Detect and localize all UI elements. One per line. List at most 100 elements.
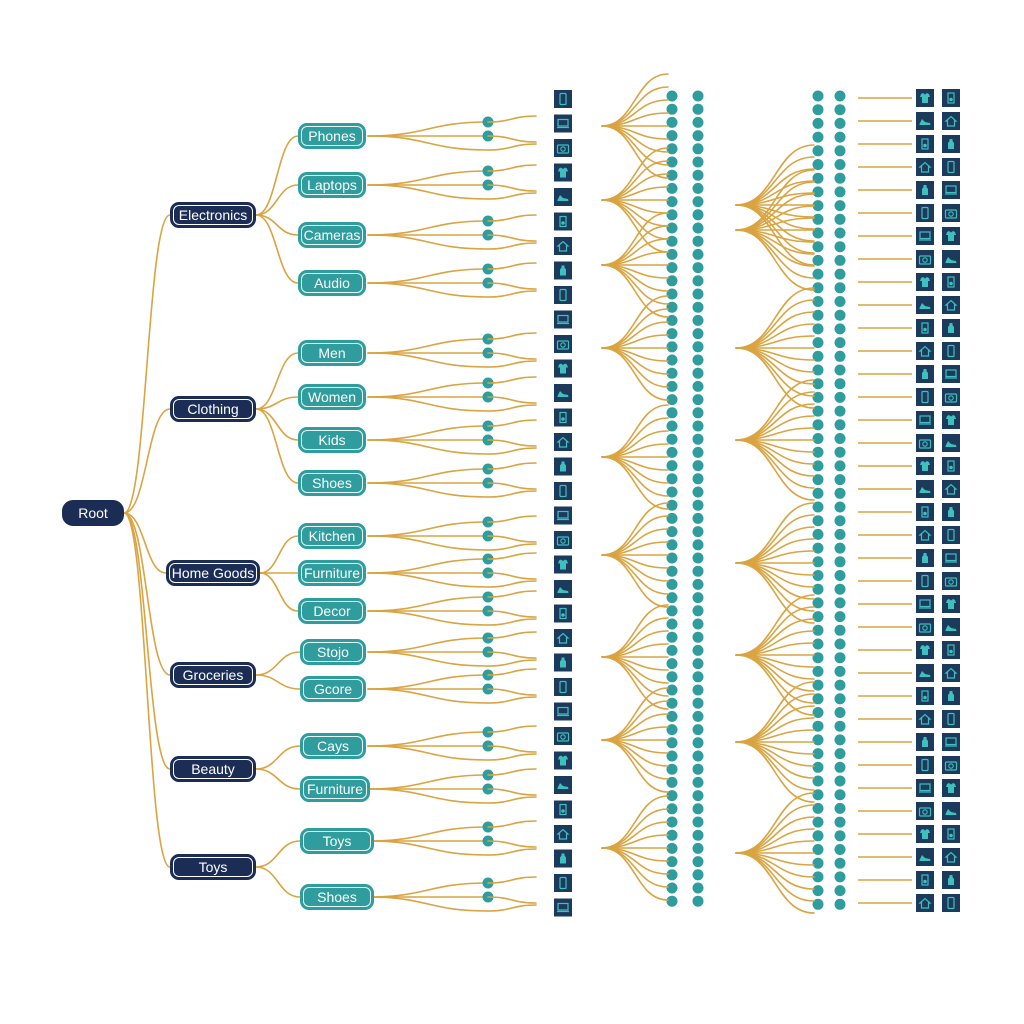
leaf-dot <box>834 200 846 212</box>
leaf-dot <box>666 288 678 300</box>
leaf-dot <box>834 748 846 760</box>
category-home-goods[interactable]: Home Goods <box>166 560 260 586</box>
leaf-dot <box>812 186 824 198</box>
connector <box>735 681 815 743</box>
subcategory-audio[interactable]: Audio <box>298 270 366 296</box>
laptop-icon <box>554 506 572 525</box>
connector <box>487 515 537 523</box>
connector <box>367 352 489 368</box>
leaf-dot <box>834 172 846 184</box>
leaf-dot <box>666 631 678 643</box>
connector <box>487 631 537 639</box>
leaf-dot <box>834 830 846 842</box>
leaf-dot <box>812 213 824 225</box>
leaf-dot <box>834 665 846 677</box>
leaf-dot <box>666 710 678 722</box>
subcategory-decor[interactable]: Decor <box>298 598 366 624</box>
speaker-icon <box>916 687 934 705</box>
connector <box>367 396 489 412</box>
leaf-dot <box>812 282 824 294</box>
leaf-dot <box>692 420 704 432</box>
subcategory-shoes[interactable]: Shoes <box>298 470 366 496</box>
home-icon <box>916 710 934 728</box>
leaf-dot <box>812 433 824 444</box>
category-groceries[interactable]: Groceries <box>170 662 256 688</box>
leaf-dot <box>812 816 824 828</box>
subcategory-shoes-toys[interactable]: Shoes <box>300 884 374 910</box>
laptop-icon <box>942 365 960 383</box>
category-label: Electronics <box>178 207 248 223</box>
subcategory-stojo[interactable]: Stojo <box>300 639 366 665</box>
leaf-dot <box>812 364 824 376</box>
connector <box>259 572 299 612</box>
leaf-dot <box>666 869 678 881</box>
connector <box>487 840 537 848</box>
leaf-dot <box>812 241 824 253</box>
subcategory-furniture[interactable]: Furniture <box>298 560 366 586</box>
root-node[interactable]: Root <box>62 500 124 526</box>
speaker-icon <box>554 800 572 819</box>
connector <box>487 745 537 753</box>
leaf-dot <box>692 671 704 683</box>
leaf-dot <box>812 460 824 472</box>
subcategory-men[interactable]: Men <box>298 340 366 366</box>
subcategory-label: Cameras <box>303 227 361 243</box>
leaf-dot <box>666 182 678 194</box>
leaf-dot <box>812 159 824 170</box>
connector <box>601 554 669 608</box>
connector <box>487 768 537 776</box>
category-toys[interactable]: Toys <box>170 854 256 880</box>
leaf-dot <box>692 565 704 577</box>
leaf-dot <box>834 296 846 307</box>
leaf-dot <box>666 314 678 326</box>
category-clothing[interactable]: Clothing <box>170 396 256 422</box>
leaf-dot <box>834 871 846 883</box>
connector <box>735 347 815 397</box>
shirt-icon <box>916 641 934 659</box>
leaf-dot <box>812 323 824 335</box>
subcategory-furniture-beauty[interactable]: Furniture <box>300 776 370 802</box>
connector <box>735 439 815 501</box>
subcategory-phones[interactable]: Phones <box>298 123 366 149</box>
shirt-icon <box>916 825 934 843</box>
leaf-dot <box>834 885 846 897</box>
subcategory-cameras[interactable]: Cameras <box>298 222 366 248</box>
connector <box>735 502 815 564</box>
leaf-dot <box>692 222 704 234</box>
leaf-dot <box>834 405 846 417</box>
connector <box>735 347 815 409</box>
leaf-dot <box>834 309 846 321</box>
leaf-dot <box>666 592 678 604</box>
phone-icon <box>942 710 960 728</box>
phone-icon <box>916 388 934 406</box>
connector <box>601 125 669 179</box>
connector <box>487 688 537 696</box>
leaf-dot <box>692 697 704 709</box>
leaf-dot <box>834 487 846 499</box>
subcategory-toys[interactable]: Toys <box>300 828 374 854</box>
category-beauty[interactable]: Beauty <box>170 756 256 782</box>
laptop-icon <box>554 114 572 133</box>
leaf-dot <box>666 658 678 670</box>
category-electronics[interactable]: Electronics <box>170 202 256 228</box>
connector <box>601 687 669 741</box>
connector <box>367 688 489 704</box>
leaf-dot <box>692 882 704 894</box>
connector <box>601 739 669 793</box>
connector <box>367 121 489 137</box>
home-icon <box>942 296 960 314</box>
connector <box>487 668 537 676</box>
leaf-dot <box>834 364 846 376</box>
leaf-dot <box>692 605 704 617</box>
leaf-dot <box>692 380 704 392</box>
leaf-dot <box>834 419 846 431</box>
leaf-dot <box>812 898 824 910</box>
subcategory-kids[interactable]: Kids <box>298 427 366 453</box>
subcategory-laptops[interactable]: Laptops <box>298 172 366 198</box>
category-label: Toys <box>198 859 228 875</box>
subcategory-women[interactable]: Women <box>298 384 366 410</box>
subcategory-gcore[interactable]: Gcore <box>300 676 366 702</box>
subcategory-kitchen[interactable]: Kitchen <box>298 523 366 549</box>
phone-icon <box>554 90 572 108</box>
subcategory-cays[interactable]: Cays <box>300 733 366 759</box>
